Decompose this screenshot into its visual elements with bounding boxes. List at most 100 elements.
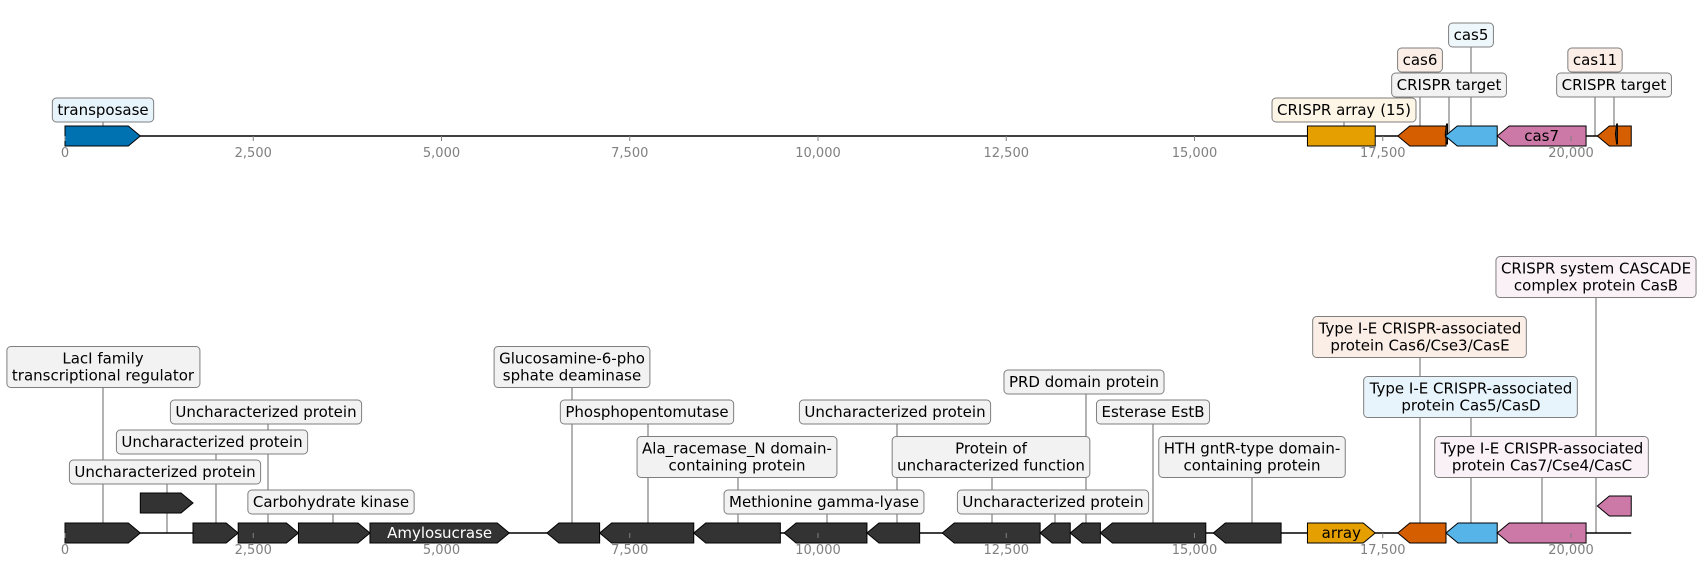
bottom-label-frame xyxy=(559,399,735,425)
top-label-frame xyxy=(1556,72,1672,98)
bottom-label-frame xyxy=(1095,399,1211,425)
bottom-label-frame xyxy=(493,346,651,388)
bottom-label-text: Uncharacterized protein xyxy=(121,433,302,451)
bottom-gene-arrow[interactable] xyxy=(598,522,695,544)
bottom-label-frame xyxy=(247,489,415,515)
top-label-text: cas5 xyxy=(1454,26,1489,44)
bottom-gene-arrow[interactable] xyxy=(1596,495,1632,517)
top-label-frame xyxy=(1397,47,1443,73)
bottom-axis-tick-label: 17,500 xyxy=(1360,543,1406,558)
bottom-axis-tick-label: 7,500 xyxy=(611,543,648,558)
bottom-label-frame xyxy=(68,459,262,485)
top-axis-tick-label: 15,000 xyxy=(1172,146,1218,161)
top-genes: cas7 xyxy=(64,123,1632,147)
bottom-gene-arrow[interactable] xyxy=(369,522,511,544)
bottom-gene-arrow[interactable] xyxy=(941,522,1041,544)
bottom-label-box: Uncharacterized protein xyxy=(115,429,309,455)
top-label-text: CRISPR target xyxy=(1562,76,1667,94)
bottom-gene-arrow[interactable] xyxy=(1445,522,1498,544)
bottom-gene-arrow[interactable] xyxy=(237,522,300,544)
bottom-gene-arrow[interactable] xyxy=(139,492,194,514)
bottom-label-text: Uncharacterized protein xyxy=(74,463,255,481)
bottom-label-frame xyxy=(169,399,363,425)
bottom-gene-arrow[interactable] xyxy=(1306,522,1377,544)
bottom-label-text: Phosphopentomutase xyxy=(565,403,728,421)
bottom-gene-arrow[interactable] xyxy=(192,522,239,544)
bottom-gene-arrow[interactable] xyxy=(297,522,371,544)
bottom-gene-arrow[interactable] xyxy=(1069,522,1101,544)
top-gene-arrow[interactable] xyxy=(64,125,142,147)
bottom-label-frame xyxy=(1158,436,1346,478)
bottom-gene-arrow[interactable] xyxy=(1397,522,1447,544)
top-gene-arrow[interactable] xyxy=(1614,123,1618,145)
bottom-label-text: Uncharacterized protein xyxy=(175,403,356,421)
bottom-label-frame xyxy=(1363,376,1578,418)
bottom-gene-arrow[interactable] xyxy=(783,522,868,544)
bottom-label-frame xyxy=(1434,436,1649,478)
top-axis-tick-label: 20,000 xyxy=(1548,146,1594,161)
bottom-label-text: Esterase EstB xyxy=(1101,403,1204,421)
top-label-box: cas6 xyxy=(1397,47,1443,73)
bottom-gene-arrow[interactable] xyxy=(1099,522,1207,544)
bottom-axis-tick-label: 0 xyxy=(61,543,69,558)
bottom-label-text: Carbohydrate kinase xyxy=(253,493,409,511)
top-gene-arrow[interactable] xyxy=(1596,125,1632,147)
top-label-text: CRISPR array (15) xyxy=(1277,101,1411,119)
bottom-gene-arrow[interactable] xyxy=(1496,522,1587,544)
bottom-label-box: PRD domain protein xyxy=(1003,369,1165,395)
top-axis-tick-label: 0 xyxy=(61,146,69,161)
bottom-gene-arrow[interactable] xyxy=(64,522,142,544)
bottom-label-box: Esterase EstB xyxy=(1095,399,1211,425)
top-gene-arrow[interactable] xyxy=(1496,125,1587,147)
bottom-label-box: Uncharacterized protein xyxy=(169,399,363,425)
bottom-label-box: Methionine gamma-lyase xyxy=(723,489,925,515)
top-label-frame xyxy=(51,97,155,123)
top-gene-arrow[interactable] xyxy=(1397,125,1447,147)
top-label-box: CRISPR target xyxy=(1556,72,1672,98)
top-gene-arrow[interactable] xyxy=(1444,123,1449,145)
bottom-axis-tick-label: 12,500 xyxy=(984,543,1030,558)
bottom-label-text: Methionine gamma-lyase xyxy=(729,493,919,511)
bottom-label-frame xyxy=(956,489,1150,515)
bottom-label-box: Carbohydrate kinase xyxy=(247,489,415,515)
bottom-label-box: Phosphopentomutase xyxy=(559,399,735,425)
top-gene-arrow[interactable] xyxy=(1306,125,1376,147)
bottom-label-frame xyxy=(1495,256,1697,298)
bottom-gene-arrow[interactable] xyxy=(866,522,921,544)
bottom-label-box: Uncharacterized protein xyxy=(798,399,992,425)
top-axis-tick-label: 10,000 xyxy=(795,146,841,161)
bottom-label-frame xyxy=(891,436,1091,478)
bottom-label-frame xyxy=(115,429,309,455)
top-label-frame xyxy=(1448,22,1494,48)
top-axis-tick-label: 5,000 xyxy=(423,146,460,161)
bottom-gene-arrow[interactable] xyxy=(692,522,781,544)
top-label-frame xyxy=(1567,47,1623,73)
bottom-gene-arrow[interactable] xyxy=(1039,522,1071,544)
bottom-label-text: Ala_racemase_N domain-containing protein xyxy=(642,440,832,475)
top-gene-arrow[interactable] xyxy=(1444,125,1498,147)
bottom-gene-arrow[interactable] xyxy=(546,522,601,544)
top-axis-tick-label: 2,500 xyxy=(235,146,272,161)
bottom-axis-tick-label: 2,500 xyxy=(235,543,272,558)
bottom-axis-tick-label: 10,000 xyxy=(795,543,841,558)
top-label-box: cas5 xyxy=(1448,22,1494,48)
bottom-label-text: PRD domain protein xyxy=(1009,373,1159,391)
top-label-box: CRISPR target xyxy=(1391,72,1507,98)
bottom-label-box: HTH gntR-type domain-containing protein xyxy=(1158,436,1346,478)
bottom-axis-tick-label: 20,000 xyxy=(1548,543,1594,558)
bottom-gene-arrow[interactable] xyxy=(1212,522,1282,544)
top-label-text: CRISPR target xyxy=(1397,76,1502,94)
top-label-frame xyxy=(1271,97,1417,123)
bottom-gene-inner-label: Amylosucrase xyxy=(387,524,492,542)
